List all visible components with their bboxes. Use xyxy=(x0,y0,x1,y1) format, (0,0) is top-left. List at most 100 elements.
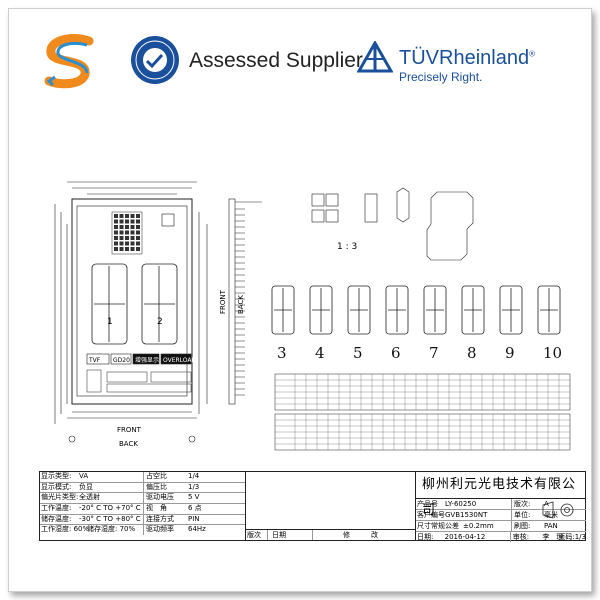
spec-label: 显示类型: xyxy=(41,472,72,480)
segment-digit xyxy=(271,285,295,335)
matrix-dot xyxy=(136,225,140,229)
info-label: 刷图: xyxy=(514,522,531,530)
spec-value: VA xyxy=(77,472,144,482)
matrix-dot xyxy=(114,214,118,218)
assessed-supplier-text: Assessed Supplier xyxy=(189,49,363,72)
matrix-dot xyxy=(119,225,124,229)
spec-label: 偏压比 xyxy=(146,482,167,491)
chip-overload: OVERLOAD xyxy=(163,357,197,364)
matrix-dot xyxy=(119,247,124,251)
matrix-dot xyxy=(130,241,135,246)
spec-label: 连接方式 xyxy=(146,514,174,523)
info-label: 产品号 xyxy=(417,500,438,508)
digit-number: 8 xyxy=(467,344,477,362)
matrix-dot xyxy=(136,247,140,251)
spec-label: 驱动频率 xyxy=(146,525,174,534)
company-name: 柳州利元光电技术有限公司 xyxy=(416,472,586,518)
matrix-dot xyxy=(125,219,129,224)
info-value: ±0.2mm xyxy=(461,521,512,531)
matrix-dot xyxy=(125,236,129,240)
info-label: 客户编号 xyxy=(417,511,445,519)
detail-views xyxy=(311,187,474,261)
chip-gd20: GD20 xyxy=(113,357,130,364)
info-label: 尺寸常规公差 xyxy=(417,522,459,530)
spec-label: 工作湿度: 60% xyxy=(41,525,90,534)
tuv-triangle-logo-icon xyxy=(357,41,393,73)
matrix-dot xyxy=(119,236,124,240)
segment-digit xyxy=(537,285,561,335)
dot-matrix xyxy=(111,211,143,255)
info-label: 审核: xyxy=(512,533,530,541)
matrix-dot xyxy=(125,225,129,229)
registered-mark: ® xyxy=(529,49,535,59)
info-value: GVB1530NT xyxy=(443,510,512,520)
digit-number: 5 xyxy=(353,344,363,362)
matrix-dot xyxy=(130,225,135,229)
info-value: 李 理 xyxy=(542,533,564,541)
document-frame: Assessed Supplier TÜVRheinland® Precisel… xyxy=(8,8,592,592)
bottom-icons xyxy=(86,369,192,393)
segment-digit xyxy=(347,285,371,335)
spec-value: PIN xyxy=(188,514,200,523)
side-view-pins xyxy=(235,208,245,396)
spec-label: 储存温度: xyxy=(41,514,72,523)
matrix-dot xyxy=(136,214,140,218)
matrix-dot xyxy=(136,241,140,246)
matrix-dot xyxy=(130,214,135,218)
technical-drawing: 1 2 TVF GD20 增强显示 OVERLOAD FRONT BACK xyxy=(54,181,571,451)
front-label: FRONT xyxy=(117,426,142,434)
digit-number: 3 xyxy=(277,344,287,362)
spec-value: -20° C TO +70° C xyxy=(77,504,144,514)
matrix-dot xyxy=(136,230,140,235)
spec-value: 5 V xyxy=(188,493,200,502)
spec-value: 1/4 xyxy=(188,472,200,480)
matrix-dot xyxy=(130,236,135,240)
tuv-name-text: TÜVRheinland xyxy=(399,47,530,69)
date-label: 日期 xyxy=(268,530,313,540)
digit-number: 10 xyxy=(543,344,562,362)
matrix-dot xyxy=(114,236,118,240)
matrix-dot xyxy=(119,219,124,224)
spec-value: 64Hz xyxy=(188,525,206,534)
matrix-dot xyxy=(136,219,140,224)
info-value: LY-60250 xyxy=(443,499,512,509)
matrix-dot xyxy=(114,230,118,235)
chip-enhance: 增强显示 xyxy=(135,356,159,364)
matrix-dot xyxy=(130,219,135,224)
assessed-supplier-badge-icon xyxy=(131,36,179,84)
spec-label: 占空比 xyxy=(146,472,167,480)
matrix-dot xyxy=(130,247,135,251)
spec-row: 工作湿度: 60%储存湿度: 70%驱动频率 64Hz xyxy=(40,525,245,536)
matrix-dot xyxy=(125,247,129,251)
spec-label: 工作温度: xyxy=(41,504,72,513)
digit-row xyxy=(271,285,561,335)
page-label: 页码:1/3 xyxy=(558,533,586,541)
digit-number: 4 xyxy=(315,344,325,362)
segment-digit xyxy=(423,285,447,335)
info-value: 2016-04-12 xyxy=(443,532,511,542)
spec-value: 6 点 xyxy=(188,504,202,513)
spec-value: 储存湿度: 70% xyxy=(85,525,144,536)
matrix-dot xyxy=(114,219,118,224)
matrix-dot xyxy=(114,225,118,229)
info-label: 日期: xyxy=(417,533,434,541)
modify-label: 修 改 xyxy=(343,531,378,539)
info-value: PAN xyxy=(544,522,558,530)
dot-matrix-dots xyxy=(114,214,140,251)
segment-digit xyxy=(461,285,485,335)
revision-header: 版次日期修 改 xyxy=(245,529,415,540)
icon-chips xyxy=(86,353,192,365)
side-view xyxy=(228,198,262,405)
back-side-label: BACK xyxy=(237,295,245,314)
info-value: 毫米 xyxy=(544,511,558,519)
matrix-dot xyxy=(119,214,124,218)
matrix-dot xyxy=(130,230,135,235)
pin-table-grid xyxy=(275,374,570,450)
scale-label: 1 : 3 xyxy=(337,242,357,252)
spec-label: 显示模式: xyxy=(41,482,72,491)
